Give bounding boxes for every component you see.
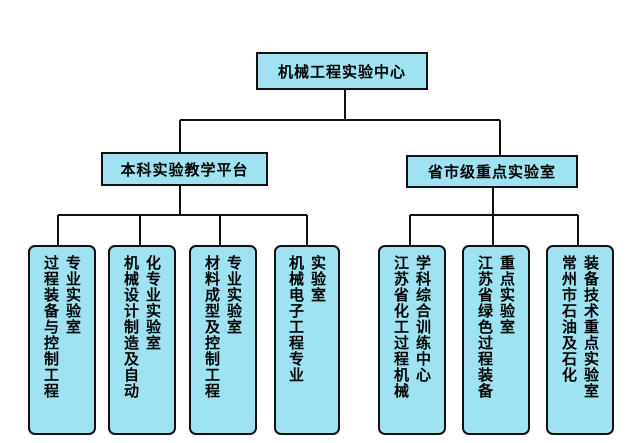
leaf-mechatronics-lab: 实验室 机械电子工程专业 (274, 245, 340, 435)
leaf-column: 学科综合训练中心 (414, 255, 432, 383)
leaf-jiangsu-chemical-machinery: 学科综合训练中心 江苏省化工过程机械 (378, 245, 446, 435)
leaf-material-forming-lab: 专业实验室 材料成型及控制工程 (189, 245, 257, 435)
leaf-column: 化专业实验室 (144, 255, 162, 351)
leaf-process-equipment-lab: 专业实验室 过程装备与控制工程 (28, 245, 96, 435)
leaf-column: 常州市石油及石化 (560, 255, 578, 383)
leaf-jiangsu-green-equipment: 重点实验室 江苏省绿色过程装备 (462, 245, 530, 435)
leaf-mechanical-design-lab: 化专业实验室 机械设计制造及自动 (108, 245, 176, 435)
root-node: 机械工程实验中心 (256, 52, 428, 90)
leaf-column: 机械设计制造及自动 (122, 255, 140, 399)
leaf-column: 机械电子工程专业 (287, 255, 305, 383)
leaf-column: 江苏省绿色过程装备 (476, 255, 494, 399)
leaf-column: 重点实验室 (498, 255, 516, 335)
leaf-column: 装备技术重点实验室 (582, 255, 600, 399)
branch-key-labs: 省市级重点实验室 (406, 155, 578, 188)
leaf-column: 专业实验室 (64, 255, 82, 335)
leaf-column: 实验室 (309, 255, 327, 303)
leaf-column: 材料成型及控制工程 (203, 255, 221, 399)
branch-undergrad-platform: 本科实验教学平台 (101, 152, 268, 186)
leaf-column: 过程装备与控制工程 (42, 255, 60, 399)
leaf-column: 专业实验室 (225, 255, 243, 335)
leaf-changzhou-petrochemical: 装备技术重点实验室 常州市石油及石化 (546, 245, 614, 435)
leaf-column: 江苏省化工过程机械 (392, 255, 410, 399)
